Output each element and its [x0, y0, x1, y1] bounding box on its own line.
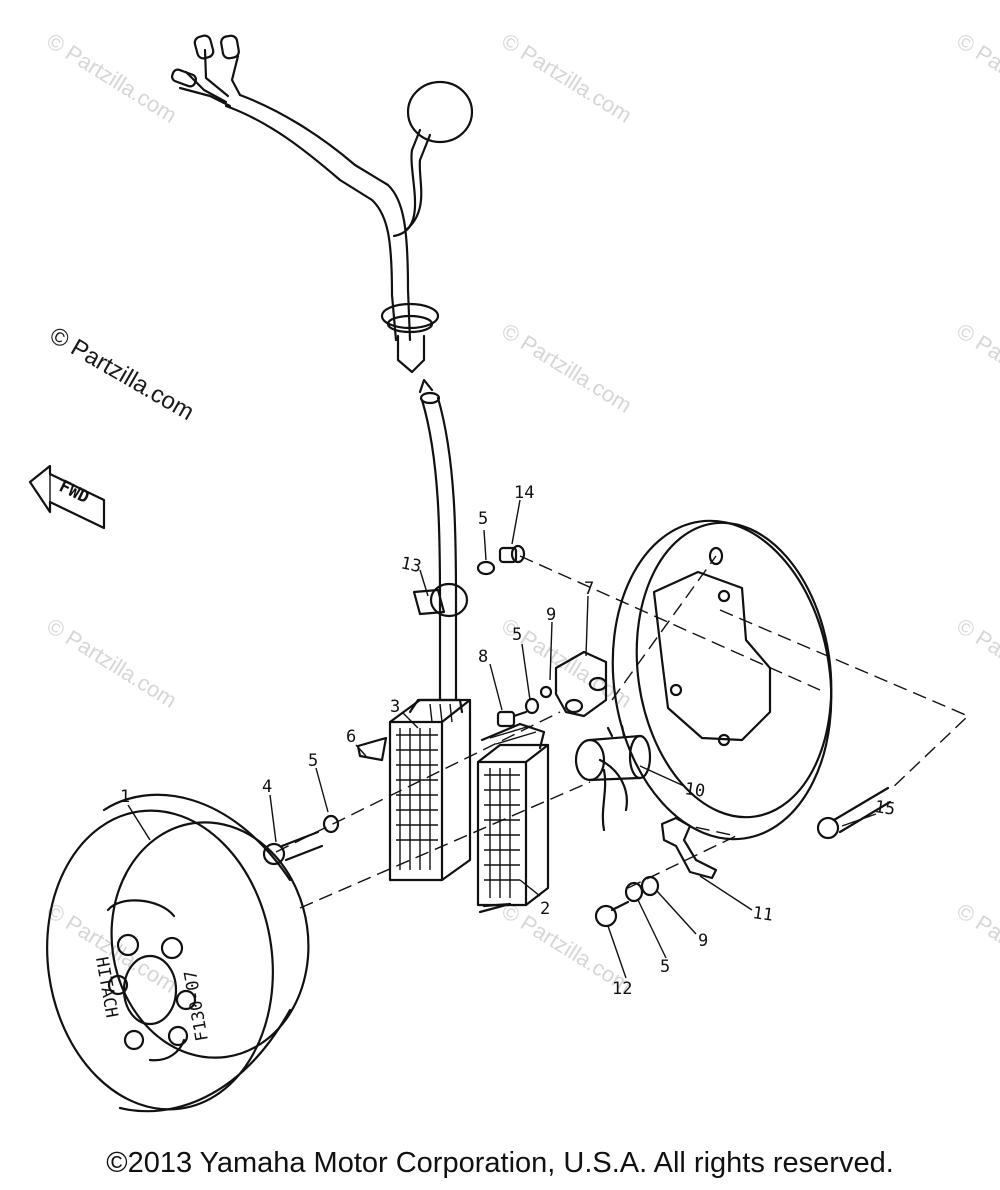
contact-breaker-part — [539, 650, 608, 718]
flywheel-magneto-part: HITACH F130-07 — [46, 793, 310, 1113]
watermark: © Partzilla.com — [952, 898, 1000, 998]
assembly-lines — [275, 555, 970, 909]
watermark: © Partzilla.com — [42, 613, 181, 713]
wiring-harness — [170, 34, 474, 702]
callout-8: 8 — [478, 647, 488, 667]
callout-3: 3 — [390, 697, 400, 717]
callout-9: 9 — [546, 605, 556, 625]
callout-1: 1 — [120, 787, 130, 807]
callout-9: 9 — [698, 931, 708, 951]
callout-labels: 1 2 3 4 5 5 5 5 6 7 8 9 9 10 11 12 13 14… — [120, 483, 896, 999]
watermark: © Partzilla.com — [42, 28, 181, 128]
watermark: © Partzilla.com — [497, 318, 636, 418]
stator-plate-part — [611, 519, 833, 841]
callout-7: 7 — [584, 579, 594, 599]
fasteners — [262, 544, 892, 928]
source-coil-part — [388, 698, 472, 882]
callout-6: 6 — [346, 727, 356, 747]
leader-lines — [127, 499, 877, 979]
condenser-part — [574, 724, 652, 832]
fwd-label: FWD — [56, 477, 92, 508]
callout-2: 2 — [540, 899, 550, 919]
watermark: © Partzilla.com — [952, 613, 1000, 713]
callout-10: 10 — [683, 779, 706, 802]
callout-5: 5 — [308, 751, 318, 771]
copyright-notice: ©2013 Yamaha Motor Corporation, U.S.A. A… — [106, 1147, 894, 1179]
callout-14: 14 — [514, 483, 534, 503]
callout-5: 5 — [478, 509, 488, 529]
callout-12: 12 — [612, 979, 632, 999]
watermark-prominent: © Partzilla.com — [45, 322, 199, 426]
watermark: © Partzilla.com — [952, 28, 1000, 128]
fwd-arrow-icon: FWD — [28, 464, 106, 530]
callout-13: 13 — [399, 553, 423, 577]
callout-11: 11 — [751, 903, 774, 926]
callout-4: 4 — [262, 777, 272, 797]
callout-15: 15 — [873, 797, 896, 820]
clamp-part — [412, 582, 469, 618]
watermark: © Partzilla.com — [497, 28, 636, 128]
bracket-part — [660, 816, 718, 880]
watermark-group: © Partzilla.com © Partzilla.com © Partzi… — [42, 28, 1000, 998]
callout-5: 5 — [660, 957, 670, 977]
callout-5: 5 — [512, 625, 522, 645]
charging-coil-part — [476, 722, 550, 914]
watermark: © Partzilla.com — [952, 318, 1000, 418]
